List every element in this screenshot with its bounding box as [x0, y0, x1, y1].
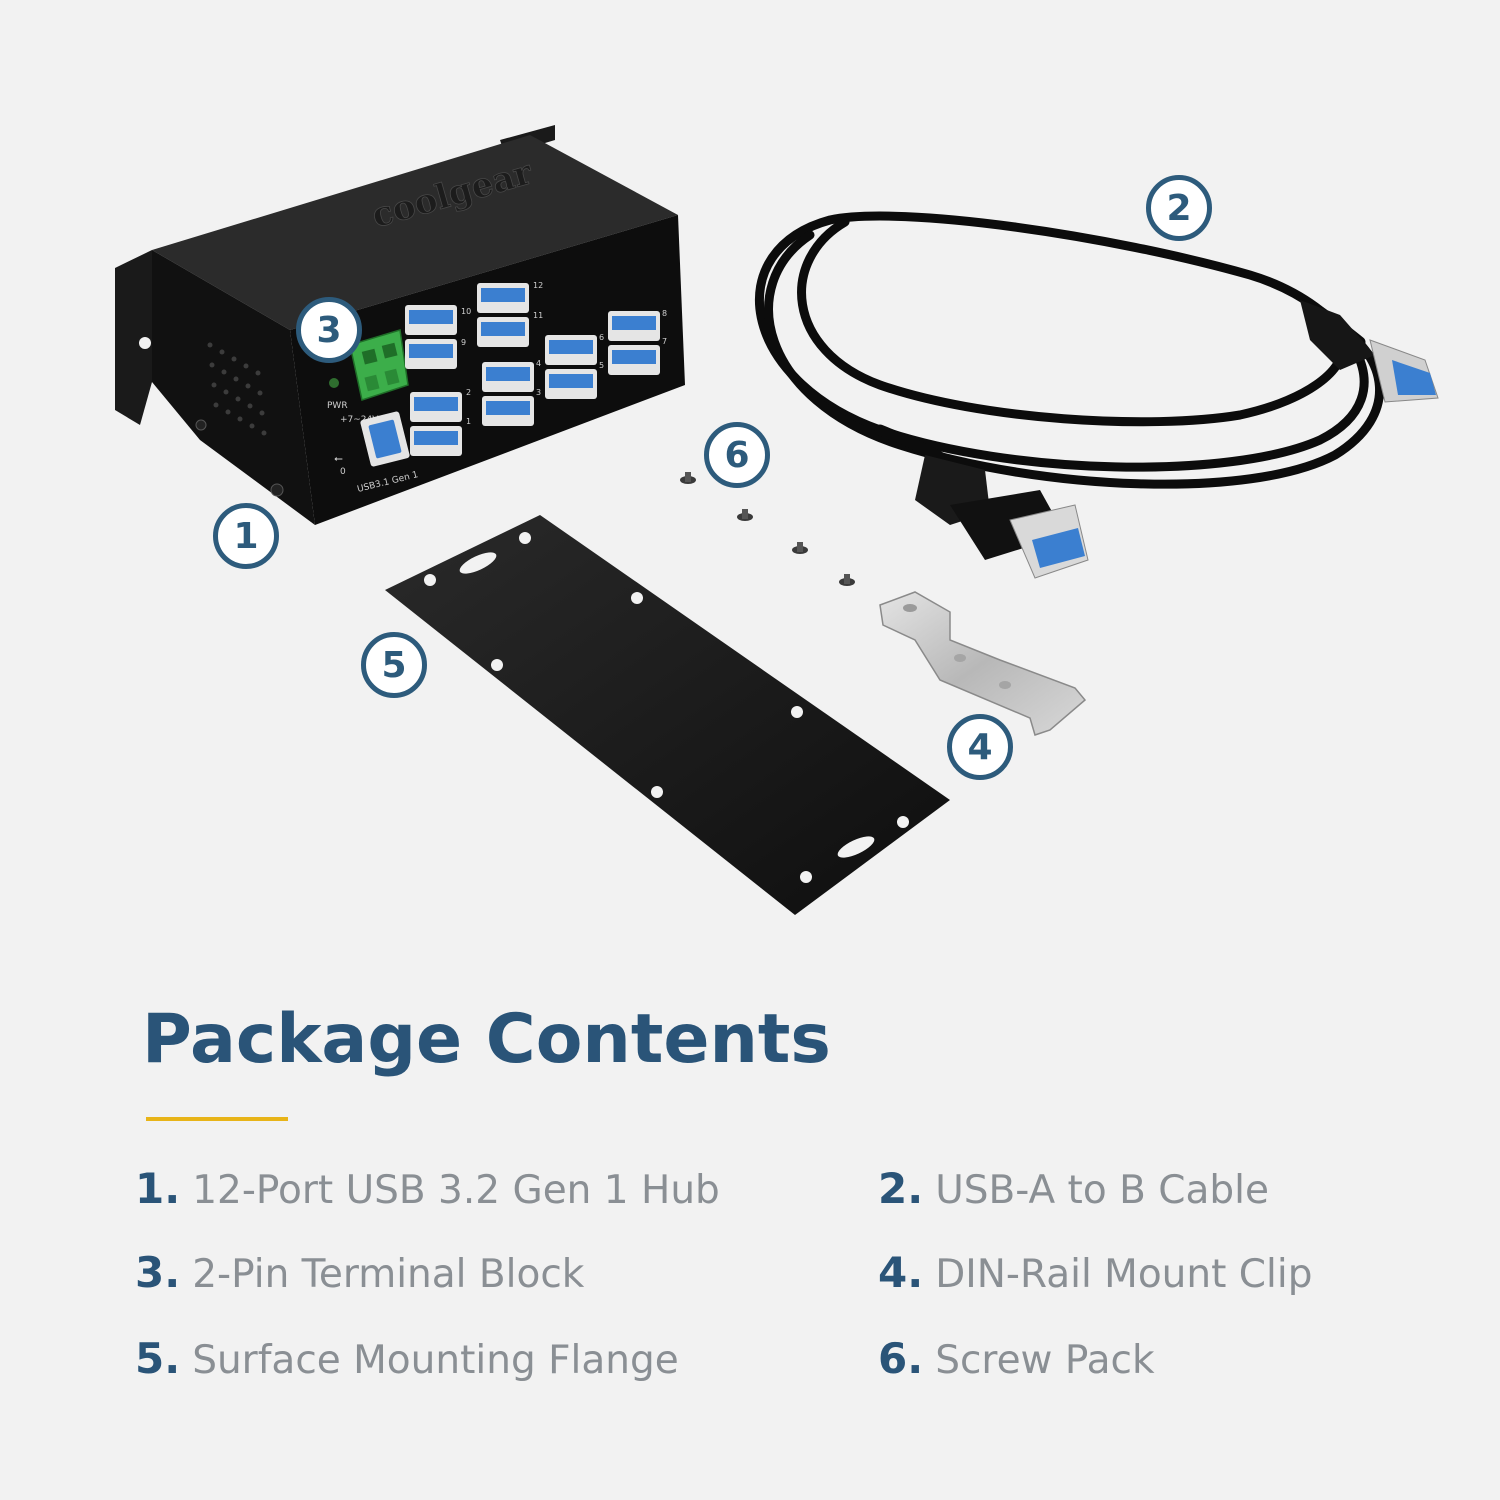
- item-label: Surface Mounting Flange: [192, 1338, 679, 1383]
- hub-screw-icon: [195, 419, 207, 431]
- din-rail-clip: [879, 591, 1087, 736]
- surface-mounting-flange: [385, 515, 950, 915]
- callout-5: 5: [361, 632, 427, 698]
- usb-symbol-icon: ⭠: [334, 452, 343, 465]
- title-divider: [146, 1117, 288, 1121]
- usb-port-pair: [477, 283, 529, 347]
- product-illustration: coolgear PWR +7~24V ⭠ 0 USB3.1 Gen 1: [115, 125, 1439, 915]
- item-number: 4.: [878, 1248, 924, 1297]
- port-number: 12: [533, 281, 543, 290]
- usb-port-pair: [410, 392, 462, 456]
- upstream-port-number: 0: [340, 467, 346, 477]
- contents-item: 6.Screw Pack: [878, 1334, 1155, 1383]
- port-number: 9: [461, 338, 466, 347]
- contents-item: 4.DIN-Rail Mount Clip: [878, 1248, 1312, 1297]
- port-number: 1: [466, 417, 471, 426]
- power-led-icon: [329, 378, 339, 388]
- port-number: 7: [662, 337, 667, 346]
- port-number: 4: [536, 359, 541, 368]
- voltage-label: +7~24V: [340, 415, 379, 425]
- hub-screw-icon: [270, 483, 284, 497]
- usb-a-port-grid: [405, 283, 660, 456]
- usb-a-plug: [915, 455, 1089, 579]
- contents-item: 3.2-Pin Terminal Block: [135, 1248, 584, 1297]
- item-label: USB-A to B Cable: [935, 1168, 1269, 1213]
- item-number: 3.: [135, 1248, 181, 1297]
- product-photo: coolgear PWR +7~24V ⭠ 0 USB3.1 Gen 1: [115, 125, 1439, 915]
- page-title: Package Contents: [142, 1000, 831, 1079]
- screw-icon: [680, 472, 696, 484]
- item-label: 2-Pin Terminal Block: [192, 1252, 585, 1297]
- item-number: 6.: [878, 1334, 924, 1383]
- usb-port-pair: [482, 362, 534, 426]
- callout-2: 2: [1146, 175, 1212, 241]
- usb-cable: [755, 211, 1385, 489]
- usb-b-upstream-port: [360, 411, 410, 467]
- usb-port-pair: [545, 335, 597, 399]
- item-number: 5.: [135, 1334, 181, 1383]
- port-number-labels: 10 9 12 11 2 1 4 3 6 5 8 7: [461, 281, 667, 426]
- port-number: 11: [533, 311, 543, 320]
- contents-item: 5.Surface Mounting Flange: [135, 1334, 679, 1383]
- power-label: PWR: [327, 401, 348, 411]
- callout-1: 1: [213, 503, 279, 569]
- port-number: 6: [599, 333, 604, 342]
- contents-item: 2.USB-A to B Cable: [878, 1164, 1269, 1213]
- usb-b-plug: [1300, 300, 1439, 403]
- screw-pack: [680, 472, 855, 586]
- usb-port-pair: [405, 305, 457, 369]
- contents-item: 1.12-Port USB 3.2 Gen 1 Hub: [135, 1164, 720, 1213]
- callout-3: 3: [296, 297, 362, 363]
- port-number: 10: [461, 307, 471, 316]
- port-number: 2: [466, 388, 471, 397]
- item-number: 1.: [135, 1164, 181, 1213]
- hub-top: [152, 135, 678, 330]
- port-number: 5: [599, 361, 604, 370]
- hub-side: [152, 250, 315, 525]
- item-label: Screw Pack: [935, 1338, 1155, 1383]
- hub-left-ear: [115, 250, 152, 425]
- port-number: 8: [662, 309, 667, 318]
- screw-icon: [839, 574, 855, 586]
- callout-6: 6: [704, 422, 770, 488]
- callout-4: 4: [947, 714, 1013, 780]
- item-label: DIN-Rail Mount Clip: [935, 1252, 1313, 1297]
- port-number: 3: [536, 388, 541, 397]
- screw-icon: [792, 542, 808, 554]
- usb-hub: coolgear PWR +7~24V ⭠ 0 USB3.1 Gen 1: [115, 125, 685, 525]
- usb-port-pair: [608, 311, 660, 375]
- item-label: 12-Port USB 3.2 Gen 1 Hub: [192, 1168, 720, 1213]
- screw-icon: [737, 509, 753, 521]
- terminal-block-on-hub: [349, 329, 409, 401]
- item-number: 2.: [878, 1164, 924, 1213]
